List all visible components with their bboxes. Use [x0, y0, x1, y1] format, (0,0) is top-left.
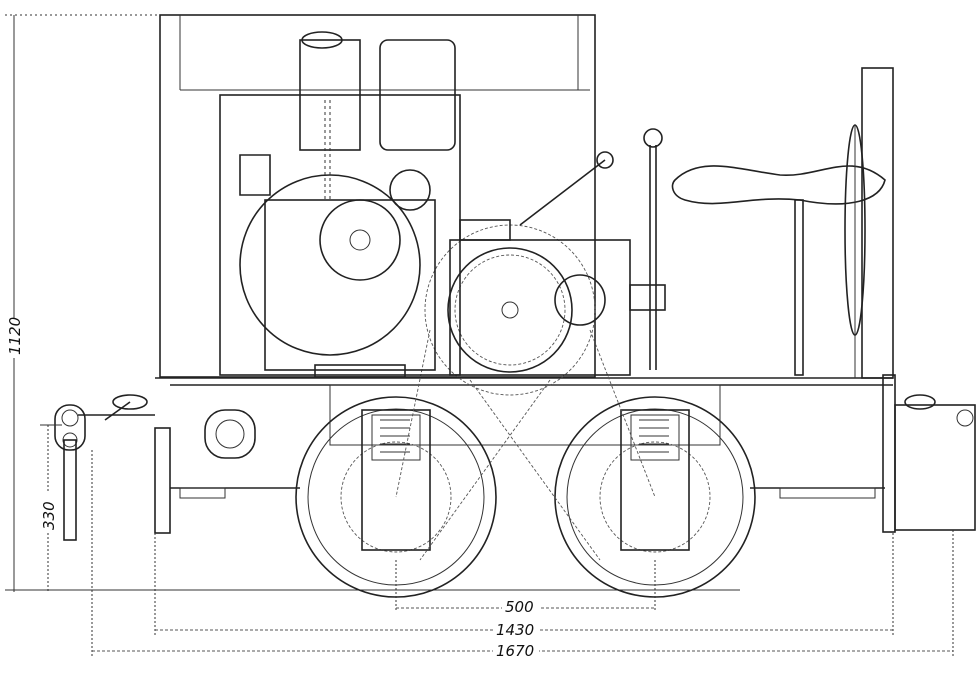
- dim-overall-height: 1120: [4, 14, 160, 592]
- control-lever: [629, 128, 666, 370]
- dim-overall-length: 1670: [91, 450, 954, 660]
- chain-drive: [395, 224, 656, 561]
- brake-wheel: [844, 124, 866, 378]
- dim-label-1120: 1120: [6, 317, 24, 355]
- dim-wheelbase: 500: [395, 560, 656, 616]
- driver-seat: [671, 165, 886, 376]
- coupler-left: [54, 394, 155, 541]
- coupler-right: [894, 394, 976, 531]
- axle-box: [204, 409, 256, 459]
- frame: [154, 374, 896, 534]
- rear-plate: [861, 67, 894, 379]
- dim-frame-length: 1430: [154, 533, 894, 639]
- engine-hood: [159, 14, 596, 378]
- dim-label-330: 330: [40, 501, 58, 530]
- dim-label-1430: 1430: [496, 621, 534, 639]
- dim-coupler-height: 330: [38, 424, 62, 592]
- dim-label-1670: 1670: [496, 642, 534, 660]
- gearbox: [447, 151, 631, 376]
- engine: [219, 31, 461, 378]
- wheel-right: [554, 396, 756, 598]
- dim-label-500: 500: [505, 598, 534, 616]
